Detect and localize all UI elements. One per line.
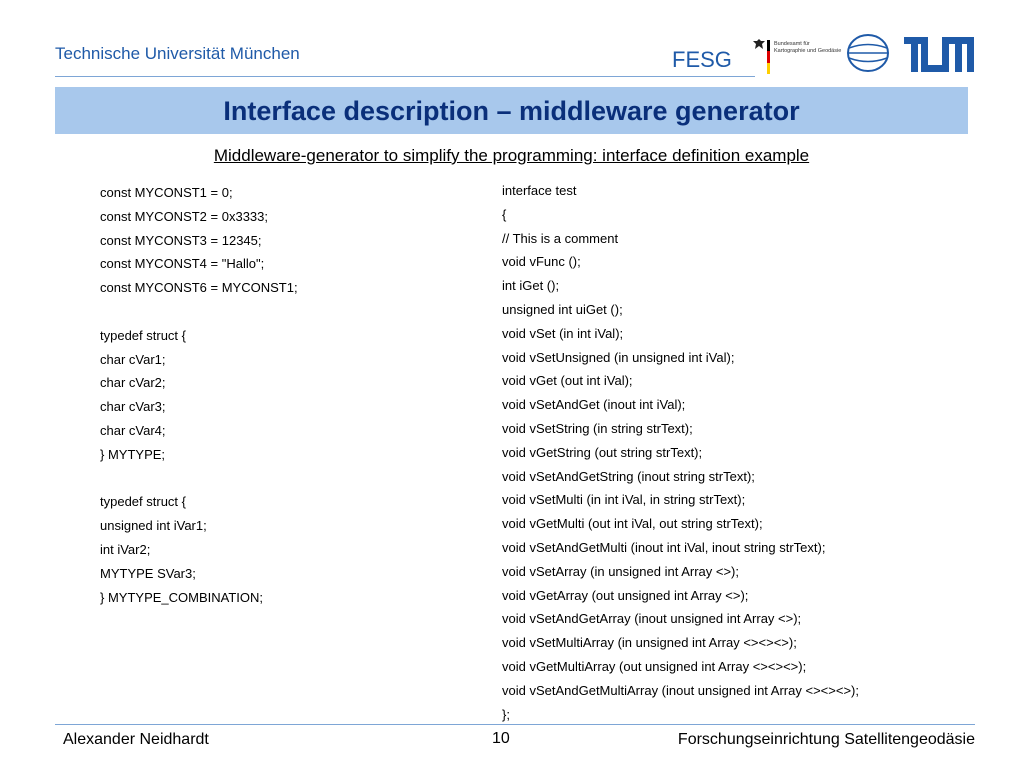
code-line: const MYCONST4 = "Hallo"; [100, 256, 265, 272]
code-line: void vSetMulti (in int iVal, in string s… [502, 492, 746, 508]
slide-subtitle: Middleware-generator to simplify the pro… [213, 146, 810, 165]
code-line: } MYTYPE; [100, 446, 166, 462]
university-name: Technische Universität München [55, 44, 300, 63]
code-line: MYTYPE SVar3; [100, 565, 196, 581]
code-line: void vGetString (out string strText); [502, 444, 703, 460]
code-line: const MYCONST6 = MYCONST1; [100, 280, 298, 296]
code-line: char cVar3; [100, 399, 166, 415]
code-line: } MYTYPE_COMBINATION; [100, 589, 264, 605]
code-line: unsigned int uiGet (); [502, 301, 623, 317]
code-line: char cVar1; [100, 351, 166, 367]
constants-typedefs-code: const MYCONST1 = 0; const MYCONST2 = 0x33… [100, 181, 298, 609]
code-line: void vSetAndGetString (inout string strT… [502, 468, 755, 484]
code-line: void vGetMultiArray (out unsigned int Ar… [502, 658, 807, 674]
code-line: typedef struct { [100, 327, 186, 343]
code-line: char cVar4; [100, 422, 166, 438]
code-line: interface test [502, 183, 577, 198]
bkg-logo-line: Kartographie und Geodäsie [774, 48, 842, 54]
code-line: void vSet (in int iVal); [502, 325, 624, 341]
code-line: void vGet (out int iVal); [502, 373, 633, 389]
slide-title: Interface description – middleware gener… [223, 96, 800, 126]
code-line: void vSetMultiArray (in unsigned int Arr… [502, 635, 797, 651]
code-line: void vGetArray (out unsigned int Array <… [502, 587, 749, 603]
footer-institution: Forschungseinrichtung Satellitengeodäsie [677, 731, 975, 748]
bkg-logo-text: Bundesamt für Kartographie und Geodäsie [774, 41, 841, 55]
code-line: void vFunc (); [502, 254, 581, 270]
code-line: char cVar2; [100, 375, 166, 391]
german-flag-bar [767, 40, 770, 74]
code-line: int iGet (); [502, 278, 560, 294]
header-divider [55, 76, 755, 77]
code-line: void vSetAndGetArray (inout unsigned int… [502, 611, 802, 627]
bkg-logo: Bundesamt für Kartographie und Geodäsie [752, 36, 841, 78]
code-line: void vSetAndGet (inout int iVal); [502, 397, 686, 413]
code-line [100, 467, 298, 491]
page-number: 10 [492, 730, 510, 747]
interface-code: interface test { // This is a comment void … [502, 179, 859, 726]
code-line: const MYCONST2 = 0x3333; [100, 208, 268, 224]
globe-logo-icon [847, 34, 889, 72]
code-line: const MYCONST3 = 12345; [100, 232, 262, 248]
code-line [100, 300, 298, 324]
tum-logo-icon [904, 37, 974, 72]
code-line: }; [502, 706, 510, 722]
code-line: int iVar2; [100, 541, 151, 557]
code-line: { [502, 206, 507, 222]
code-line: void vSetUnsigned (in unsigned int iVal)… [502, 349, 735, 365]
bkg-logo-line: Bundesamt für [774, 41, 810, 47]
bkg-eagle-icon [753, 39, 765, 49]
title-bar [55, 87, 968, 134]
code-line: const MYCONST1 = 0; [100, 185, 233, 200]
code-line: void vSetString (in string strText); [502, 420, 693, 436]
code-line: void vSetAndGetMulti (inout int iVal, in… [502, 539, 826, 555]
code-line: typedef struct { [100, 494, 186, 510]
footer-author: Alexander Neidhardt [63, 731, 209, 748]
code-line: void vSetAndGetMultiArray (inout unsigne… [502, 682, 859, 698]
footer-divider [55, 724, 975, 725]
code-line: void vSetArray (in unsigned int Array <>… [502, 563, 740, 579]
code-line: // This is a comment [502, 230, 619, 246]
fesg-logo-text: FESG [672, 47, 732, 72]
code-line: void vGetMulti (out int iVal, out string… [502, 516, 763, 532]
code-line: unsigned int iVar1; [100, 518, 207, 534]
